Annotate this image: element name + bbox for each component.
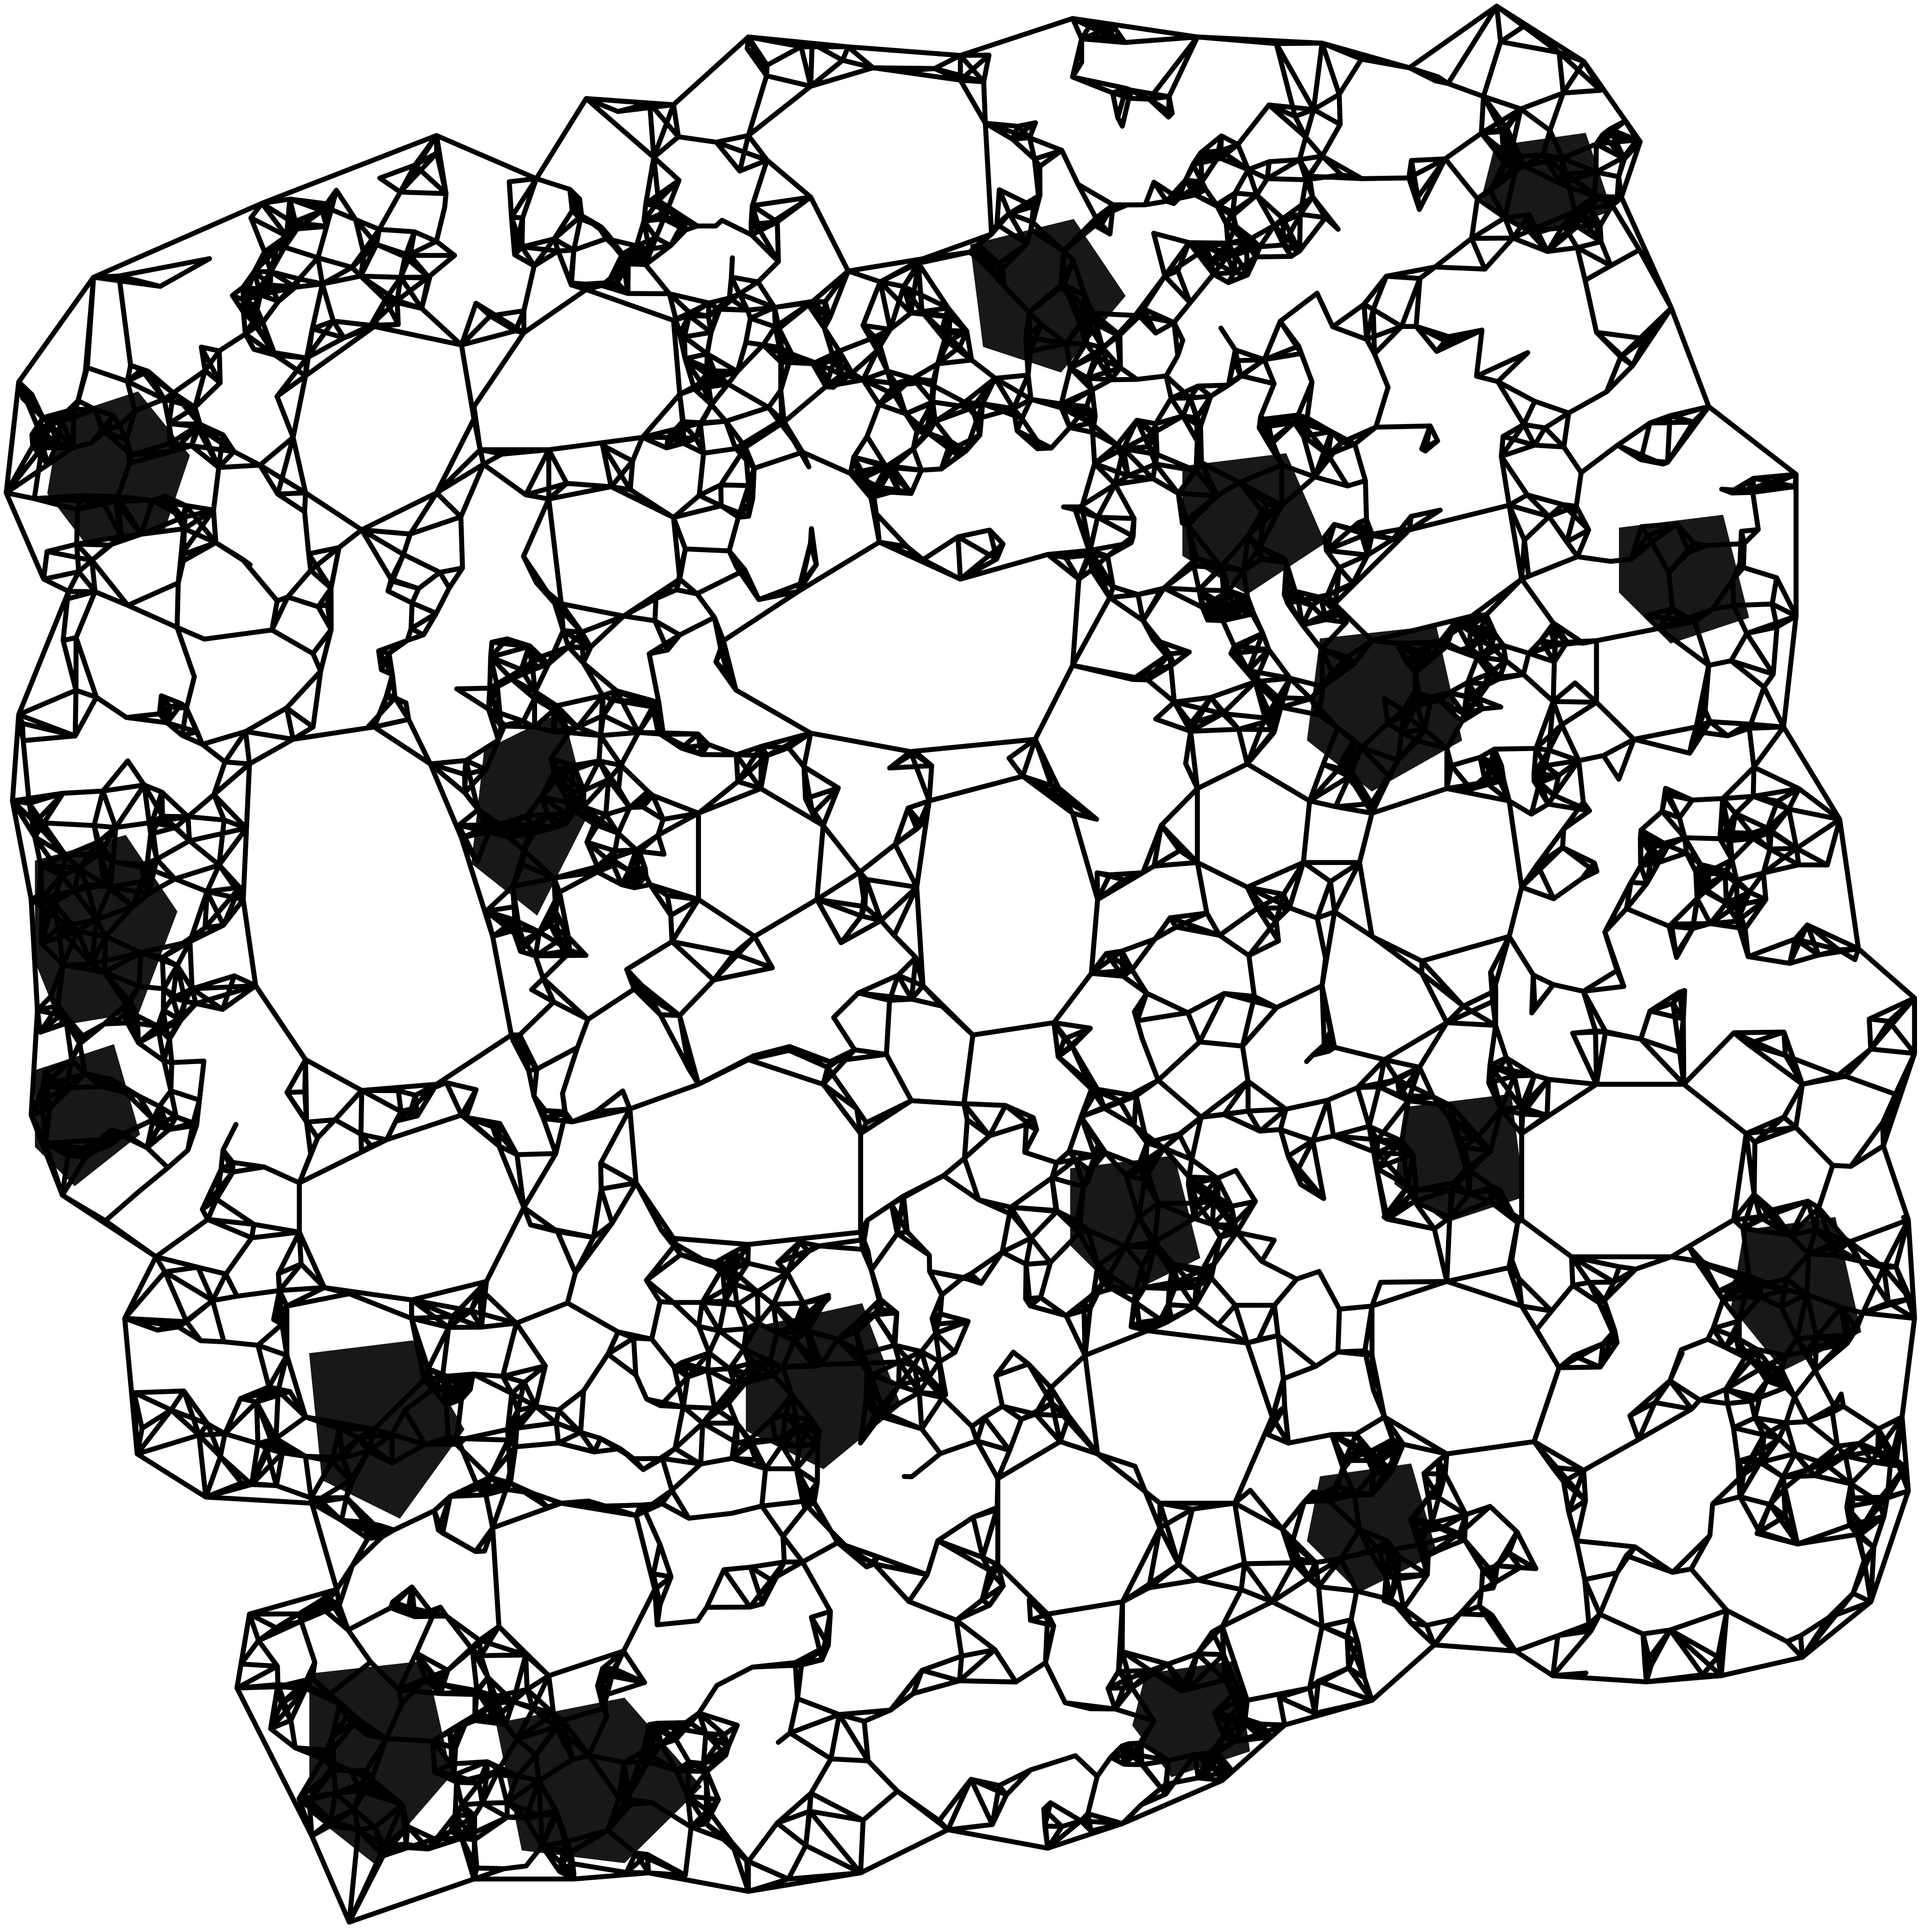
dense-region <box>35 835 178 1026</box>
dense-region <box>746 1303 901 1469</box>
dense-region <box>1182 453 1325 595</box>
mesh-edge-set <box>3 3 1918 1925</box>
dense-region <box>1132 1661 1250 1777</box>
mesh-edges <box>3 3 1918 1925</box>
dense-mesh-regions <box>35 132 1861 1864</box>
dense-region <box>970 219 1126 373</box>
dense-region <box>309 1661 452 1864</box>
dense-region <box>1307 1463 1437 1593</box>
dense-region <box>1619 514 1749 644</box>
dense-region <box>496 1697 702 1863</box>
dense-region <box>47 391 190 545</box>
dense-region <box>1394 1094 1525 1223</box>
dense-region <box>1307 625 1463 792</box>
dense-region <box>35 1044 140 1186</box>
dense-region <box>1070 1155 1201 1297</box>
dense-region <box>1481 132 1612 237</box>
dense-region <box>471 711 589 916</box>
dense-region <box>309 1340 465 1519</box>
dense-region <box>1731 1217 1861 1371</box>
